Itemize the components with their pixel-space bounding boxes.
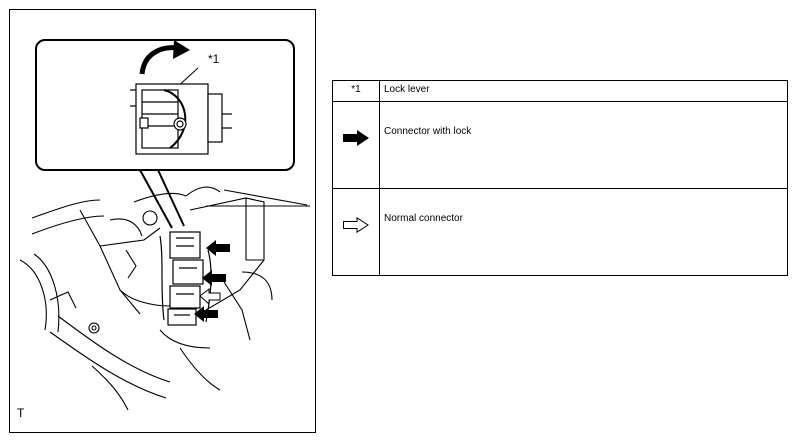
figure-corner-letter: T [17,406,25,420]
legend-description: Lock lever [379,80,788,102]
legend-row-connector-with-lock: Connector with lock [332,101,788,189]
legend-table: *1 Lock lever Connector with lock Normal… [332,80,788,276]
rotation-arrow-icon [139,45,179,75]
solid-arrow-icon [343,130,369,146]
legend-row-normal-connector: Normal connector [332,188,788,276]
connector-illustration: *1 T [9,9,316,433]
solid-arrow-icon [202,270,226,286]
illustration-drawing [19,39,310,411]
lock-connector-arrows [194,240,230,322]
legend-key [332,188,380,276]
connector-stack [159,231,212,326]
legend-key: *1 [332,80,380,102]
engine-bay-lines [19,186,310,411]
legend-description: Connector with lock [379,101,788,189]
solid-arrow-icon [206,240,230,256]
zoom-inset [35,39,295,229]
outline-arrow-icon [199,287,221,306]
legend-description: Normal connector [379,188,788,276]
legend-key [332,101,380,189]
lock-lever-callout: *1 [208,52,220,66]
inset-connector [130,83,232,155]
legend-row-lock-lever: *1 Lock lever [332,80,788,102]
outline-arrow-icon [343,217,369,233]
solid-arrow-icon [194,306,218,322]
